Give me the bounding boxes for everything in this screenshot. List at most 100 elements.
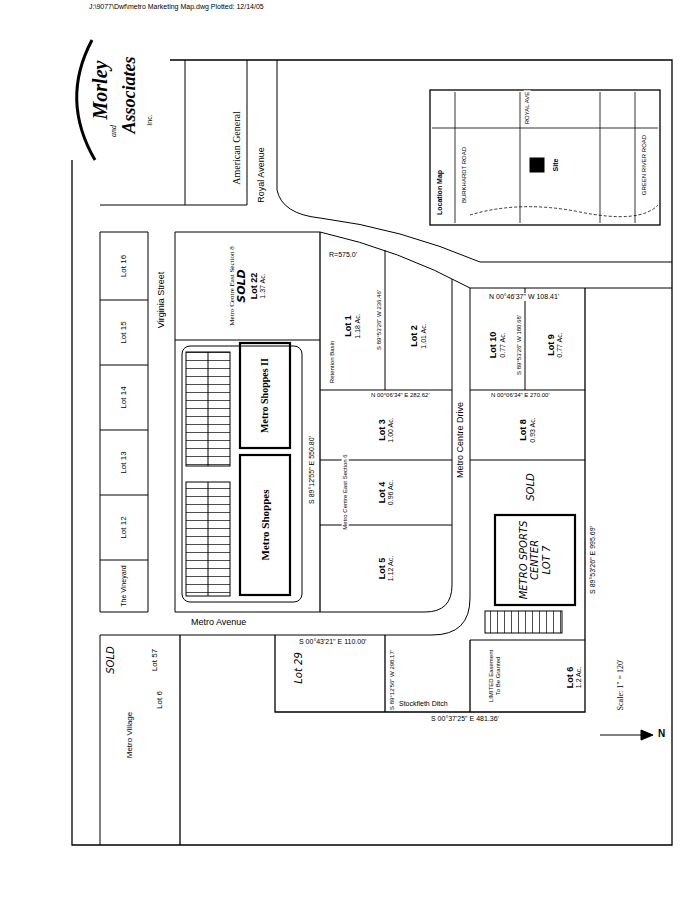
sheet-frame [72, 60, 672, 845]
handwritten-note: SOLD [105, 645, 116, 675]
map-road-name: GREEN RIVER ROAD [641, 134, 648, 196]
building: Metro Shoppes [240, 455, 290, 595]
north-label: N [657, 728, 666, 739]
lot-parcel: Lot 14 [100, 365, 148, 430]
bearing-distance: S 89°53'26" E 995.69' [589, 525, 597, 595]
lot-parcel: Lot 51.12 Ac. [320, 525, 452, 612]
location-map-ditch [470, 205, 658, 217]
lot-line [320, 250, 452, 525]
lot-label: 1.2 Ac. [575, 667, 583, 688]
lot-label: Lot 15 [119, 321, 128, 343]
logo-text: Inc. [146, 113, 154, 126]
parcel-name: American General [231, 110, 242, 186]
subdivision-name: The Vineyard [120, 564, 128, 608]
lot-label: Lot 14 [119, 386, 128, 408]
map-site-label: Site [552, 158, 560, 173]
bearing-distance: S 89°53'26" W 180.68' [516, 314, 523, 376]
lot-label: Lot 16 [119, 255, 128, 277]
handwritten-note: LOT 7 [541, 546, 553, 575]
lot-line [100, 300, 148, 560]
street-name: Royal Avenue [257, 146, 267, 203]
logo-text: and [110, 124, 119, 138]
road-edge [175, 279, 452, 612]
handwritten-note: METRO SPORTS CENTER [518, 517, 541, 603]
logo-text: Associates [120, 55, 140, 134]
north-arrow-head [641, 730, 653, 740]
handwritten-note: Lot 29 [293, 651, 304, 685]
lot-label: Lot 1 [343, 315, 353, 337]
lot-label: Lot 2 [409, 325, 419, 347]
site-marker [530, 158, 544, 172]
easement-note: LIMITED Easement To Be Granted [488, 648, 501, 705]
road-edge [175, 232, 672, 612]
lot-label: 1.18 Ac. [354, 313, 362, 338]
parcel-line [100, 232, 101, 845]
logo-text: Morley [89, 60, 111, 121]
north-arrow [600, 735, 642, 736]
bearing-distance: S 89°12'55" E 550.80' [308, 435, 316, 505]
street-name: Metro Avenue [190, 618, 247, 628]
bearing-distance: S 89°12'56" W 298.17' [389, 649, 396, 711]
lot-parcel: Lot 15 [100, 300, 148, 365]
bearing-distance: S 00°37'25" E 481.36' [430, 715, 500, 723]
site-boundary [319, 232, 320, 612]
lot-parcel: Lot 80.93 Ac. [470, 400, 585, 460]
bearing-distance: N 00°06'34" E 282.62' [370, 392, 431, 399]
subdivision-name: Metro Village [126, 711, 135, 760]
lot-label: Lot 8 [518, 419, 528, 441]
parking-curb [182, 346, 302, 602]
lot-parcel: Lot 90.77 Ac. [525, 300, 585, 390]
lot-label: Lot 9 [546, 334, 556, 356]
lot-parcel: Lot 21.01 Ac. [385, 282, 452, 390]
lot-label: Lot 4 [377, 482, 387, 504]
lot-label: Lot 6 [156, 690, 165, 710]
lot-label: 0.77 Ac. [556, 332, 564, 357]
lot-label: SOLD [236, 269, 249, 302]
lot-label: Lot 22 [249, 273, 259, 300]
road-edge [100, 232, 148, 612]
handwritten-note: SOLD [525, 472, 536, 502]
map-road-name: BURKHARDT ROAD [461, 146, 468, 204]
street-name: Metro Centre Drive [456, 401, 466, 479]
bearing-distance: S 89°53'26" W 236.46' [376, 289, 383, 351]
lot-label: Lot 10 [488, 332, 498, 359]
lot-line [175, 340, 320, 341]
building-outline [240, 343, 290, 448]
lot-label: 0.77 Ac. [499, 332, 507, 357]
road-edge [277, 60, 672, 262]
lot-parcel: Lot 13 [100, 430, 148, 495]
road-edge [100, 288, 470, 635]
lot-label: 1.37 Ac. [259, 273, 267, 298]
parking-row [485, 611, 562, 633]
lot-label: 0.93 Ac. [529, 417, 537, 442]
plot-stamp: J:\9077\Dwf\metro Marketing Map.dwg Plot… [88, 3, 265, 11]
lot-label: Metro Centre East Section 8 [228, 246, 236, 325]
building-outline [240, 455, 290, 595]
lot-label: Lot 6 [565, 667, 575, 689]
building-name: Metro Shoppes II [259, 358, 271, 433]
lot-parcel: Lot 16 [100, 232, 148, 300]
site-boundary [180, 288, 585, 845]
lot-line [470, 288, 585, 640]
lot-label: Lot 12 [119, 516, 128, 538]
map-title: Location Map [436, 170, 444, 215]
lot-label: 1.01 Ac. [420, 323, 428, 348]
location-map-frame [430, 90, 660, 225]
feature-note: Stockfleth Ditch [398, 700, 449, 708]
parcel-line [185, 60, 186, 205]
map-road-name: ROYAL AVE [524, 91, 531, 126]
lot-parcel: Metro Centre East Section 8SOLDLot 221.3… [175, 232, 320, 340]
lot-label: Lot 3 [377, 419, 387, 441]
location-map-road [432, 92, 658, 223]
lot-label: 1.12 Ac. [387, 556, 395, 581]
subdivision-name: Metro Centre East Section 6 [342, 453, 349, 530]
lot-parcel: Lot 40.96 Ac. [320, 460, 452, 525]
bearing-distance: N 00°06'34" E 270.00' [490, 392, 551, 399]
street-name: Virginia Street [157, 271, 167, 329]
scale-note: Scale: 1" = 120' [617, 659, 626, 712]
building: METRO SPORTS CENTERLOT 7 [495, 515, 575, 605]
